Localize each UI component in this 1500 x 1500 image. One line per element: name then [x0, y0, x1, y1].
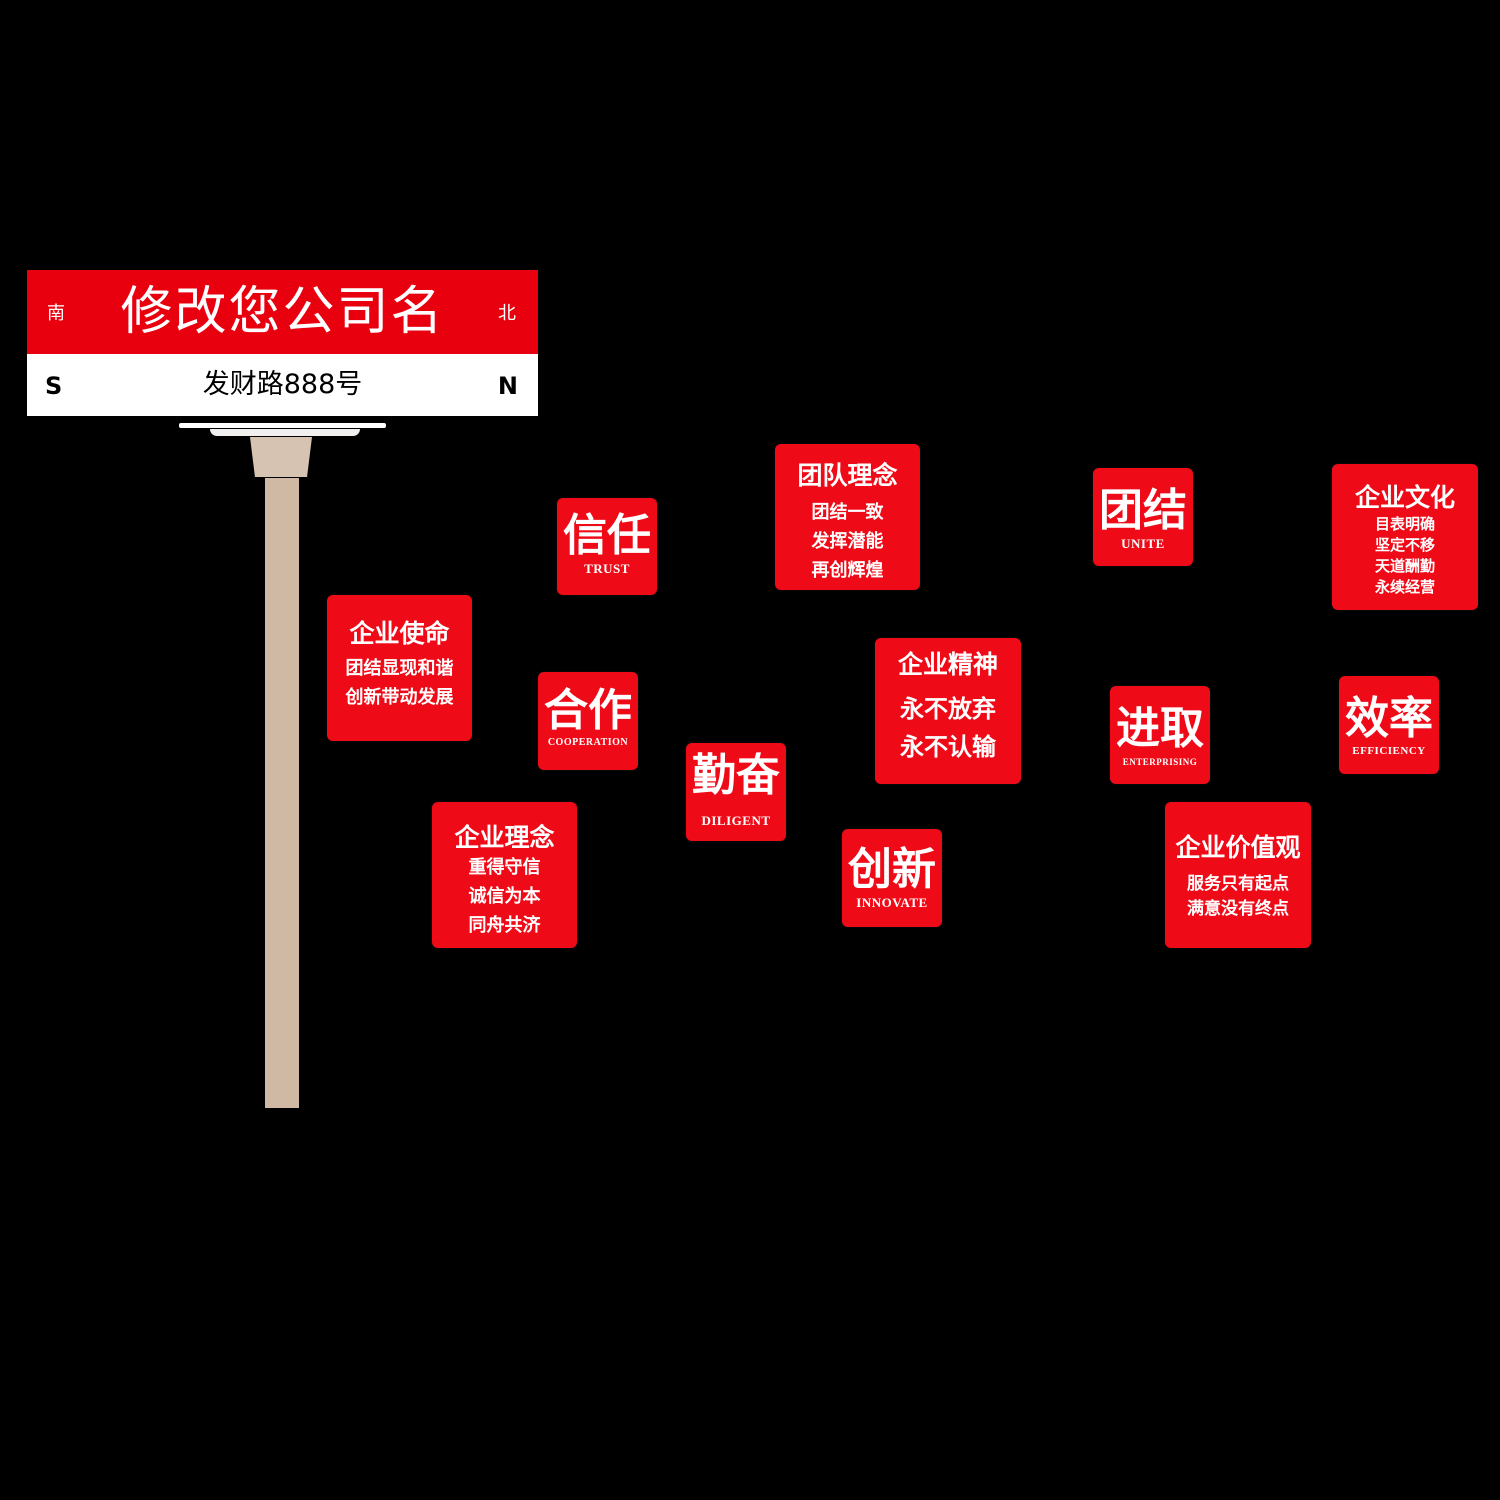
- card-philosophy-line: 诚信为本: [468, 886, 541, 907]
- road-address: 发财路888号: [202, 369, 363, 400]
- card-diligent-cn: 勤奋: [692, 750, 780, 801]
- card-team-concept: 团队理念 团结一致 发挥潜能 再创辉煌: [775, 444, 920, 590]
- card-team-concept-title: 团队理念: [797, 461, 898, 490]
- card-spirit-title: 企业精神: [897, 650, 998, 679]
- card-culture-line: 永续经营: [1374, 578, 1435, 596]
- card-values-line: 满意没有终点: [1187, 899, 1289, 919]
- card-mission: 企业使命 团结显现和谐 创新带动发展: [327, 595, 472, 741]
- sign-north-en: N: [497, 372, 518, 400]
- card-philosophy-title: 企业理念: [454, 823, 555, 852]
- card-cooperation-cn: 合作: [544, 685, 632, 736]
- card-philosophy: 企业理念 重得守信 诚信为本 同舟共济: [432, 802, 577, 948]
- card-unite-en: UNITE: [1121, 536, 1165, 551]
- card-cooperation: 合作 COOPERATION: [538, 672, 638, 770]
- card-team-concept-line: 团结一致: [811, 502, 884, 523]
- card-efficiency-cn: 效率: [1345, 693, 1433, 744]
- card-unite-cn: 团结: [1099, 485, 1187, 536]
- card-culture-line: 目表明确: [1374, 515, 1435, 533]
- card-efficiency-en: EFFICIENCY: [1352, 745, 1426, 757]
- sign-bracket: [179, 423, 386, 428]
- card-values-line: 服务只有起点: [1187, 874, 1289, 894]
- sign-south-en: S: [45, 372, 63, 400]
- card-innovate: 创新 INNOVATE: [842, 829, 942, 927]
- card-culture: 企业文化 目表明确 坚定不移 天道酬勤 永续经营: [1332, 464, 1478, 610]
- card-philosophy-line: 同舟共济: [468, 915, 541, 936]
- card-culture-line: 坚定不移: [1374, 536, 1435, 554]
- card-philosophy-line: 重得守信: [468, 857, 541, 878]
- card-culture-title: 企业文化: [1354, 483, 1455, 512]
- card-trust-cn: 信任: [563, 510, 651, 561]
- card-team-concept-line: 再创辉煌: [811, 560, 884, 581]
- card-culture-line: 天道酬勤: [1374, 557, 1435, 575]
- card-enterprising-en: ENTERPRISING: [1122, 757, 1198, 767]
- card-unite: 团结 UNITE: [1093, 468, 1193, 566]
- sign-pole: [265, 478, 299, 1108]
- sign-south-cn: 南: [47, 303, 65, 324]
- card-mission-line: 团结显现和谐: [345, 658, 454, 679]
- card-innovate-cn: 创新: [848, 844, 936, 895]
- card-spirit-line: 永不放弃: [900, 695, 996, 723]
- card-cooperation-en: COOPERATION: [547, 737, 629, 748]
- card-mission-title: 企业使命: [349, 619, 450, 648]
- card-spirit: 企业精神 永不放弃 永不认输: [875, 638, 1021, 784]
- pole-collar: [250, 437, 312, 477]
- card-mission-line: 创新带动发展: [345, 687, 454, 708]
- company-name: 修改您公司名: [120, 282, 445, 342]
- card-spirit-line: 永不认输: [900, 733, 996, 761]
- sign-bracket-plate: [210, 429, 360, 436]
- card-values: 企业价值观 服务只有起点 满意没有终点: [1165, 802, 1311, 948]
- card-efficiency: 效率 EFFICIENCY: [1339, 676, 1439, 774]
- sign-road-panel: S 发财路888号 N: [27, 354, 538, 416]
- card-enterprising-cn: 进取: [1116, 703, 1204, 754]
- card-values-title: 企业价值观: [1175, 833, 1301, 862]
- sign-name-panel: 南 修改您公司名 北: [27, 270, 538, 354]
- card-trust-en: TRUST: [584, 561, 630, 576]
- card-trust: 信任 TRUST: [557, 498, 657, 595]
- card-diligent-en: DILIGENT: [701, 813, 771, 828]
- card-diligent: 勤奋 DILIGENT: [686, 743, 786, 841]
- sign-north-cn: 北: [498, 303, 516, 324]
- card-innovate-en: INNOVATE: [856, 895, 928, 910]
- card-enterprising: 进取 ENTERPRISING: [1110, 686, 1210, 784]
- card-team-concept-line: 发挥潜能: [811, 531, 884, 552]
